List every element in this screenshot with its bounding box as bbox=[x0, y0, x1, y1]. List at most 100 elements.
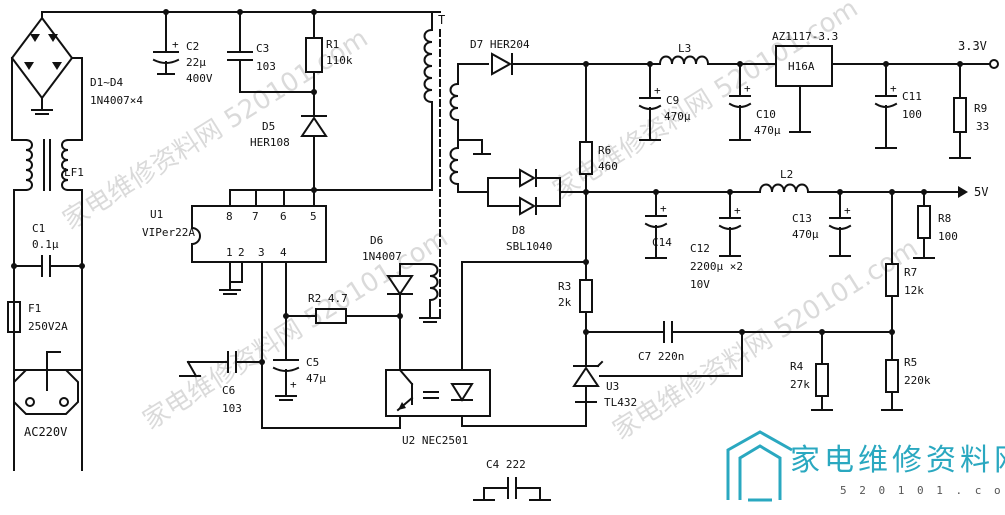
regulator-az1117 bbox=[775, 45, 833, 87]
u1-pin3-label: 3 bbox=[258, 246, 265, 259]
lf1-label: LF1 bbox=[64, 166, 84, 179]
u2-label: U2 NEC2501 bbox=[402, 434, 468, 447]
d7-label: D7 HER204 bbox=[470, 38, 530, 51]
d6-part-label: 1N4007 bbox=[362, 250, 402, 263]
c14-label: C14 bbox=[652, 236, 672, 249]
r6-value-label: 460 bbox=[598, 160, 618, 173]
r5-ref-label: R5 bbox=[904, 356, 917, 369]
r1-ref-label: R1 bbox=[326, 38, 339, 51]
r5-value-label: 220k bbox=[904, 374, 931, 387]
c12-voltage-label: 10V bbox=[690, 278, 710, 291]
lf1-choke bbox=[24, 138, 70, 192]
u3-part-label: TL432 bbox=[604, 396, 637, 409]
svg-text:+: + bbox=[734, 204, 741, 217]
u1-part-label: VIPer22A bbox=[142, 226, 195, 239]
c3-value-label: 103 bbox=[256, 60, 276, 73]
c13-value-label: 470μ bbox=[792, 228, 819, 241]
f1-ref-label: F1 bbox=[28, 302, 41, 315]
r5-resistor bbox=[885, 359, 899, 393]
d8-ref-label: D8 bbox=[512, 224, 525, 237]
c11-value-label: 100 bbox=[902, 108, 922, 121]
r7-value-label: 12k bbox=[904, 284, 924, 297]
c2-ref-label: C2 bbox=[186, 40, 199, 53]
svg-text:+: + bbox=[172, 38, 179, 51]
primary-section: + C2 22μ 400V C3 103 R1 110k D5 HER108 bbox=[152, 9, 445, 321]
r8-resistor bbox=[917, 205, 931, 239]
d5-part-label: HER108 bbox=[250, 136, 290, 149]
aux-supply-section: R2 4.7 + C5 47μ C6 103 D6 1N4007 bbox=[179, 234, 441, 415]
transformer-t bbox=[313, 11, 441, 321]
svg-text:+: + bbox=[654, 84, 661, 97]
r8-value-label: 100 bbox=[938, 230, 958, 243]
r7-ref-label: R7 bbox=[904, 266, 917, 279]
u1-pin2-label: 2 bbox=[238, 246, 245, 259]
f1-fuse bbox=[7, 301, 21, 333]
u1-pin4-label: 4 bbox=[280, 246, 287, 259]
d5-ref-label: D5 bbox=[262, 120, 275, 133]
u1-pin6-label: 6 bbox=[280, 210, 287, 223]
u2-optocoupler bbox=[385, 261, 587, 429]
c1-ref-label: C1 bbox=[32, 222, 45, 235]
d8-diode bbox=[487, 168, 761, 216]
r4-value-label: 27k bbox=[790, 378, 810, 391]
c1-value-label: 0.1μ bbox=[32, 238, 59, 251]
ac-input-label: AC220V bbox=[24, 425, 67, 439]
svg-text:+: + bbox=[744, 82, 751, 95]
d5-diode bbox=[300, 115, 328, 191]
r6-ref-label: R6 bbox=[598, 144, 611, 157]
c10-value-label: 470μ bbox=[754, 124, 781, 137]
logo-url: 5 2 0 1 0 1 . c o m bbox=[840, 484, 1005, 497]
u1-ref-label: U1 bbox=[150, 208, 163, 221]
c12-value-label: 2200μ ×2 bbox=[690, 260, 743, 273]
r9-value-label: 33 bbox=[976, 120, 989, 133]
c6-ref-label: C6 bbox=[222, 384, 235, 397]
transformer-label: T bbox=[438, 13, 445, 27]
u1-pin8-label: 8 bbox=[226, 210, 233, 223]
u1-pin1-label: 1 bbox=[226, 246, 233, 259]
c5-ref-label: C5 bbox=[306, 356, 319, 369]
c4-capacitor bbox=[473, 477, 551, 501]
r3-resistor bbox=[579, 279, 593, 313]
svg-text:+: + bbox=[890, 82, 897, 95]
c5-value-label: 47μ bbox=[306, 372, 326, 385]
svg-text:+: + bbox=[290, 378, 297, 391]
ac-plug-icon bbox=[13, 351, 79, 415]
c9-value-label: 470μ bbox=[664, 110, 691, 123]
r9-resistor bbox=[953, 97, 967, 133]
c9-ref-label: C9 bbox=[666, 94, 679, 107]
r9-ref-label: R9 bbox=[974, 102, 987, 115]
u3-tl432 bbox=[572, 331, 604, 403]
regulator-part-label: AZ1117-3.3 bbox=[772, 30, 838, 43]
svg-text:+: + bbox=[660, 202, 667, 215]
v5-output-label: 5V bbox=[974, 185, 988, 199]
c11-ref-label: C11 bbox=[902, 90, 922, 103]
house-icon bbox=[726, 430, 793, 502]
c2-value-label: 22μ bbox=[186, 56, 206, 69]
v33-output-label: 3.3V bbox=[958, 39, 987, 53]
c7-label: C7 220n bbox=[638, 350, 684, 363]
r2-label: R2 4.7 bbox=[308, 292, 348, 305]
bridge-rectifier bbox=[10, 16, 74, 115]
r3-ref-label: R3 bbox=[558, 280, 571, 293]
c2-capacitor: + bbox=[152, 11, 180, 75]
c13-ref-label: C13 bbox=[792, 212, 812, 225]
site-logo: 家电维修资料网 5 2 0 1 0 1 . c o m bbox=[726, 430, 1005, 502]
v33-output-terminal bbox=[989, 59, 999, 69]
watermark-text-4: 家电维修资料网 520101.com bbox=[608, 233, 924, 446]
svg-text:+: + bbox=[844, 204, 851, 217]
u1-viper22a: 8 7 6 5 1 2 3 4 bbox=[191, 187, 401, 429]
c6-value-label: 103 bbox=[222, 402, 242, 415]
d8-part-label: SBL1040 bbox=[506, 240, 552, 253]
u3-ref-label: U3 bbox=[606, 380, 619, 393]
c1-capacitor bbox=[11, 255, 85, 277]
l3-label: L3 bbox=[678, 42, 691, 55]
c2-voltage-label: 400V bbox=[186, 72, 213, 85]
f1-value-label: 250V2A bbox=[28, 320, 68, 333]
regulator-code-label: H16A bbox=[788, 60, 815, 73]
r4-ref-label: R4 bbox=[790, 360, 804, 373]
d6-ref-label: D6 bbox=[370, 234, 383, 247]
c12-ref-label: C12 bbox=[690, 242, 710, 255]
u1-pin7-label: 7 bbox=[252, 210, 259, 223]
l2-label: L2 bbox=[780, 168, 793, 181]
